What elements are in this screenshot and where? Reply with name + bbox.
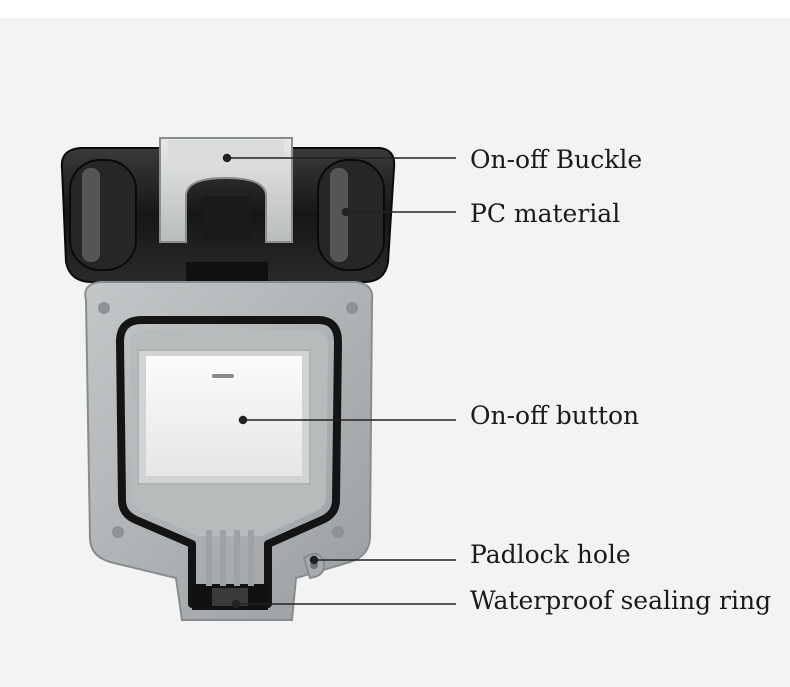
callout-on-off-button: On-off button [470,401,640,430]
sealing-ring [116,316,342,610]
buckle [159,137,293,243]
callout-pc-material: PC material [470,199,621,228]
callout-waterproof-sealing-ring: Waterproof sealing ring [470,586,772,615]
switch-button [137,349,311,485]
leader-lines [222,153,456,609]
top-band [0,0,790,18]
callout-padlock-hole: Padlock hole [470,540,631,569]
callout-on-off-buckle: On-off Buckle [470,145,643,174]
